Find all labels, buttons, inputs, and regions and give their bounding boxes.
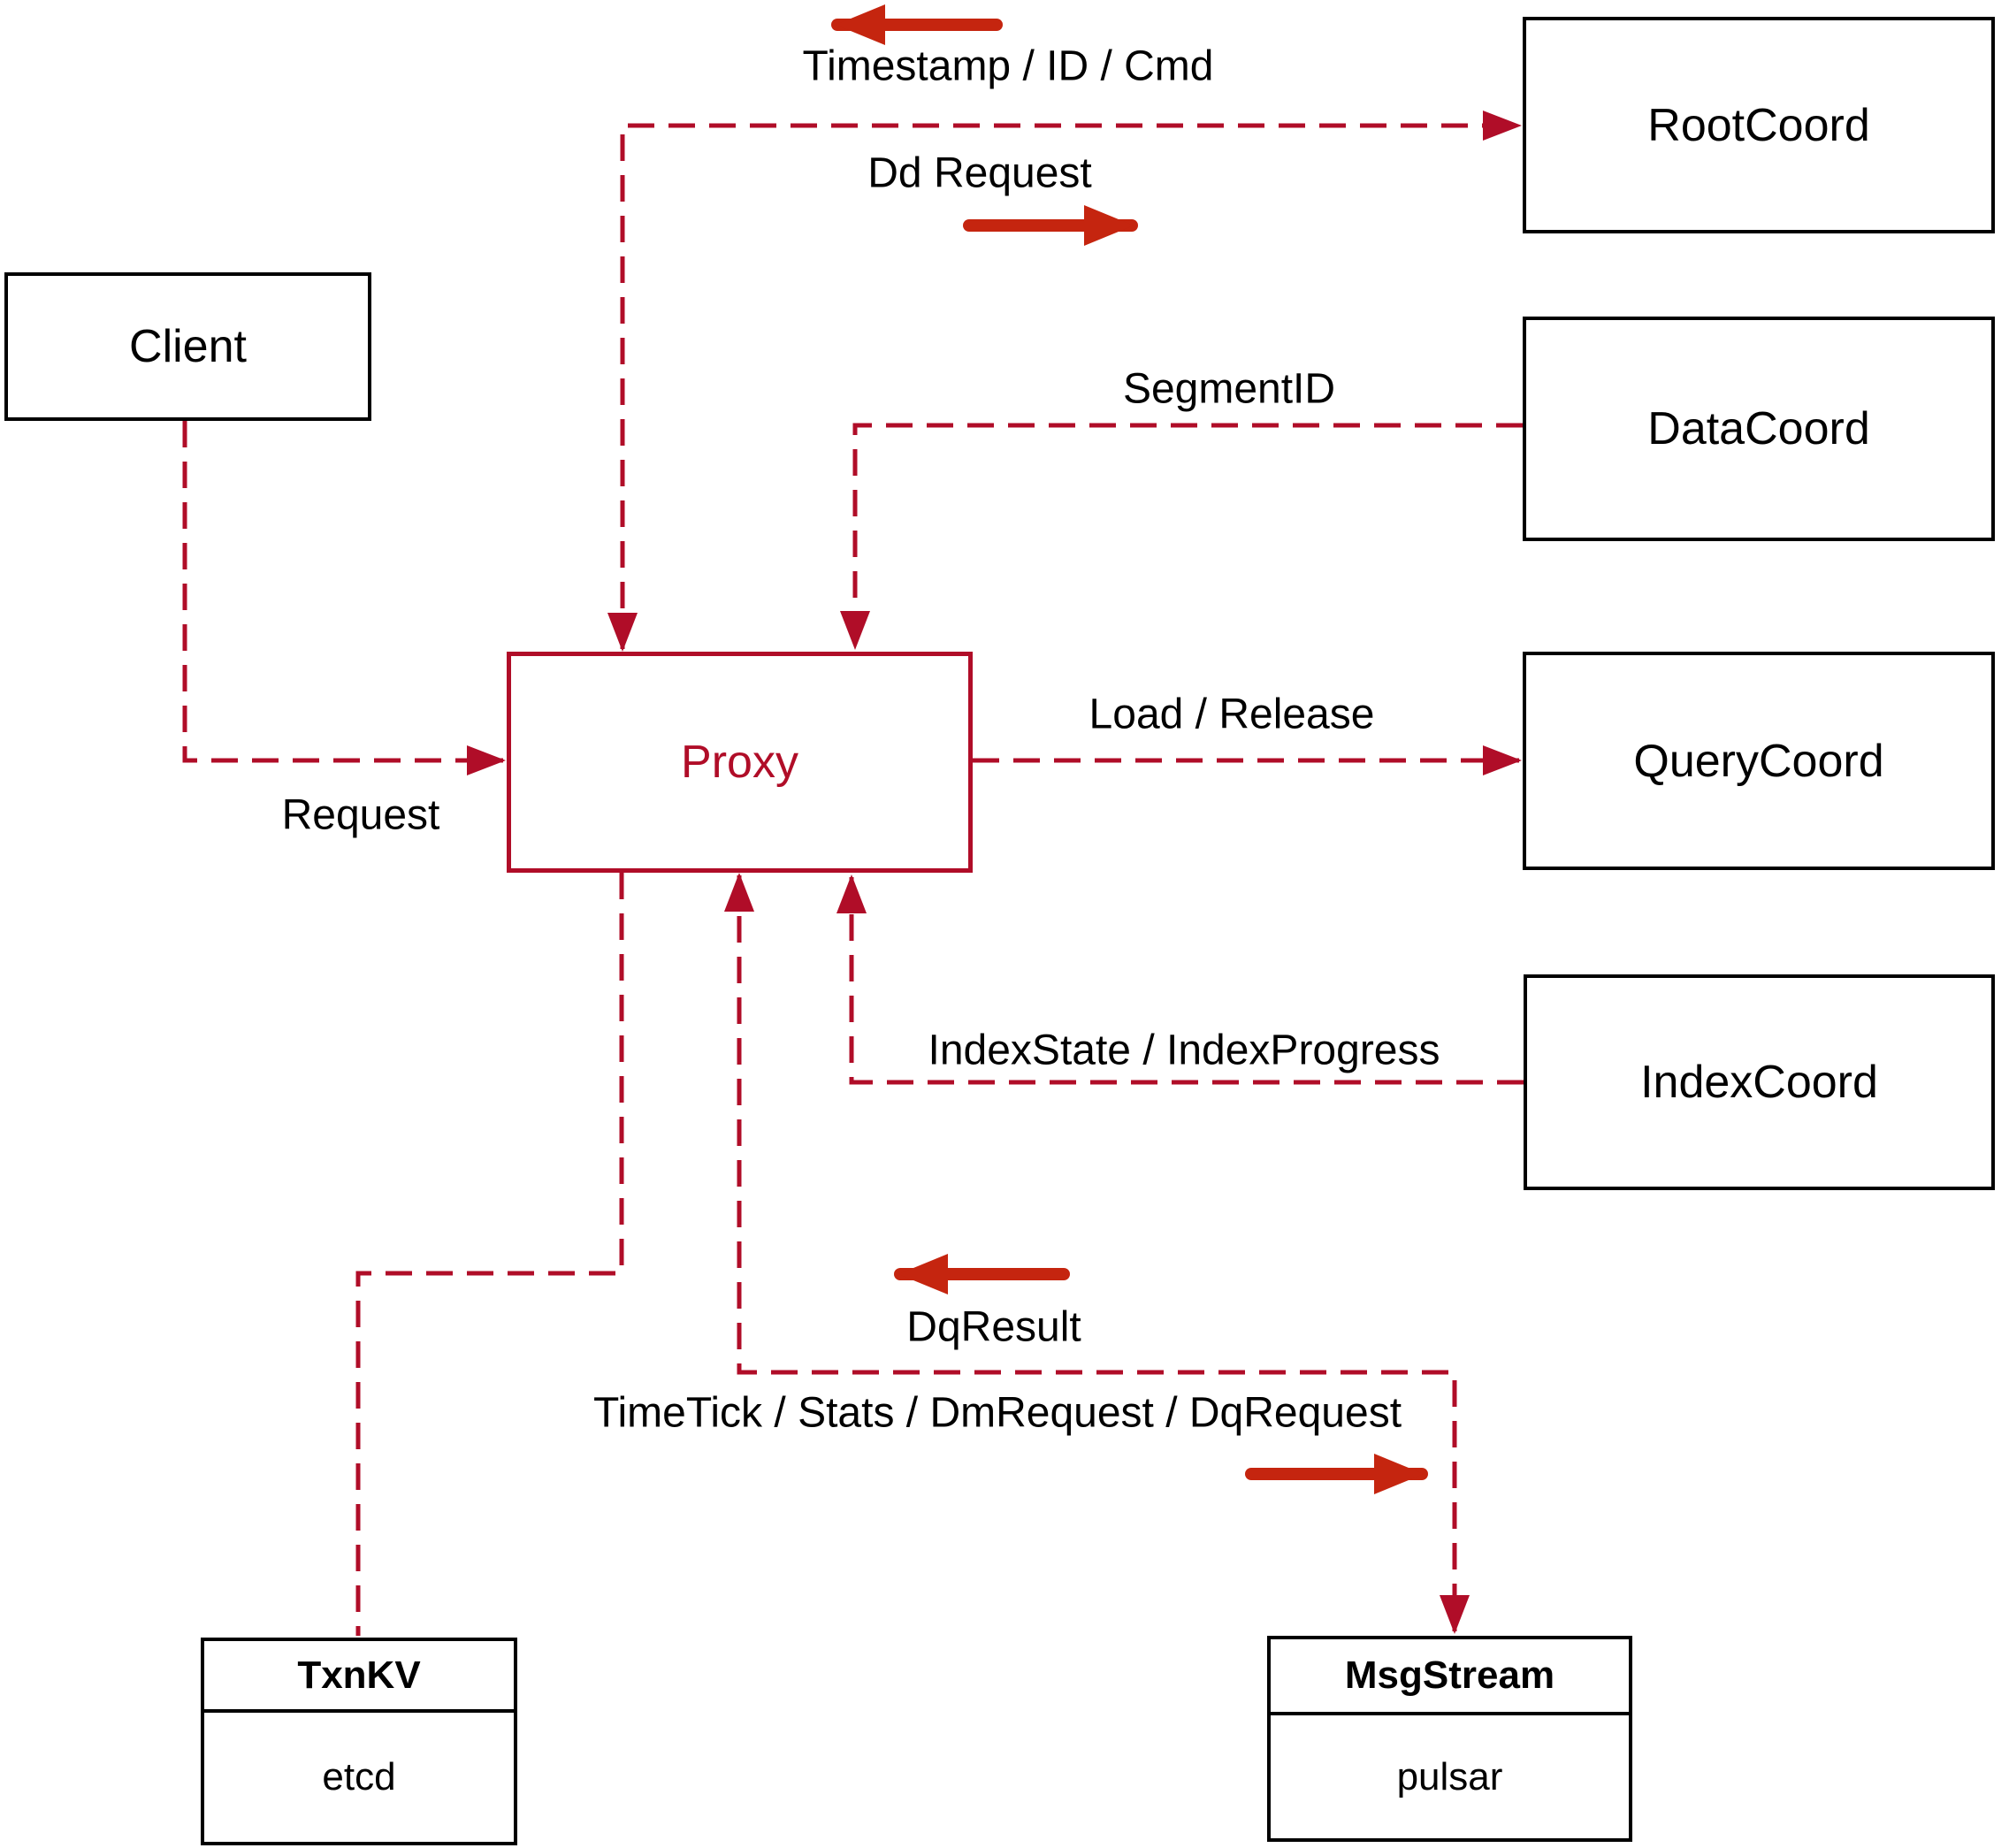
- edge-proxy-to-txnkv: [355, 873, 624, 1636]
- edge-label-timetick: TimeTick / Stats / DmRequest / DqRequest: [592, 1389, 1402, 1437]
- node-txnkv: TxnKV etcd: [201, 1638, 517, 1845]
- edge-proxy-rootcoord: [607, 111, 1522, 652]
- node-txnkv-value: etcd: [322, 1755, 396, 1798]
- node-proxy-label: Proxy: [681, 737, 798, 788]
- node-msgstream-title: MsgStream: [1271, 1639, 1629, 1715]
- edge-label-load-release: Load / Release: [1089, 691, 1375, 738]
- node-msgstream-value: pulsar: [1396, 1754, 1503, 1798]
- node-proxy: Proxy: [507, 652, 973, 873]
- edge-label-segment-id: SegmentID: [1122, 365, 1336, 413]
- node-client: Client: [4, 272, 371, 421]
- edge-proxy-msgstream: [724, 873, 1470, 1634]
- edge-label-dq-result: DqResult: [906, 1303, 1081, 1351]
- edge-label-index-state: IndexState / IndexProgress: [928, 1027, 1440, 1074]
- edge-label-dd-request: Dd Request: [867, 149, 1092, 197]
- edge-label-timestamp-id-cmd: Timestamp / ID / Cmd: [802, 42, 1214, 90]
- node-msgstream: MsgStream pulsar: [1267, 1636, 1632, 1842]
- node-txnkv-title: TxnKV: [204, 1641, 514, 1713]
- node-indexcoord-label: IndexCoord: [1640, 1057, 1878, 1108]
- node-querycoord-label: QueryCoord: [1633, 735, 1884, 787]
- node-client-label: Client: [129, 321, 247, 372]
- node-datacoord-label: DataCoord: [1647, 403, 1870, 454]
- node-indexcoord: IndexCoord: [1524, 974, 1995, 1190]
- node-rootcoord-label: RootCoord: [1647, 99, 1870, 151]
- edge-client-to-proxy: [182, 421, 506, 775]
- node-rootcoord: RootCoord: [1523, 17, 1995, 233]
- node-querycoord: QueryCoord: [1523, 652, 1995, 870]
- node-datacoord: DataCoord: [1523, 317, 1995, 541]
- edge-datacoord-to-proxy: [840, 423, 1523, 650]
- edge-label-request: Request: [281, 791, 440, 839]
